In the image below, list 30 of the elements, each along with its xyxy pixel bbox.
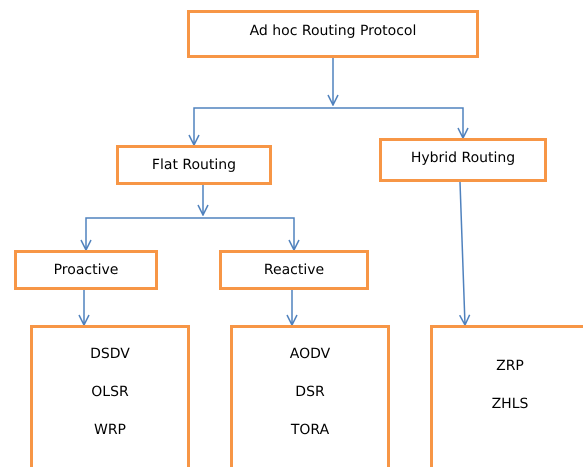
process-box	[219, 250, 369, 290]
list-item: ZRP	[496, 358, 524, 374]
node-label: Hybrid Routing	[410, 150, 516, 166]
list-item: AODV	[290, 346, 330, 362]
list-item: TORA	[290, 422, 330, 438]
node-label: Reactive	[264, 262, 324, 278]
connector-arrow	[458, 182, 470, 326]
list-item: DSDV	[90, 346, 130, 362]
connector-arrow	[197, 185, 209, 216]
connector-arrow	[188, 107, 333, 146]
list-item: ZHLS	[492, 396, 528, 412]
process-box	[14, 250, 158, 290]
list-item: WRP	[94, 422, 126, 438]
list-item: OLSR	[91, 384, 129, 400]
node-label: Proactive	[54, 262, 118, 278]
node-label: Flat Routing	[152, 157, 236, 173]
connector-arrow	[327, 58, 339, 106]
connector-arrow	[333, 107, 469, 139]
process-box	[230, 325, 390, 467]
connector-arrow	[286, 290, 298, 326]
process-box	[430, 325, 583, 467]
connector-arrow	[80, 217, 203, 251]
process-box	[187, 10, 479, 58]
node-label: Ad hoc Routing Protocol	[250, 23, 416, 39]
list-item: DSR	[295, 384, 325, 400]
connector-arrow	[203, 217, 300, 251]
process-box	[116, 145, 272, 185]
connector-arrow	[78, 290, 90, 326]
process-box	[30, 325, 190, 467]
process-box	[379, 138, 547, 182]
